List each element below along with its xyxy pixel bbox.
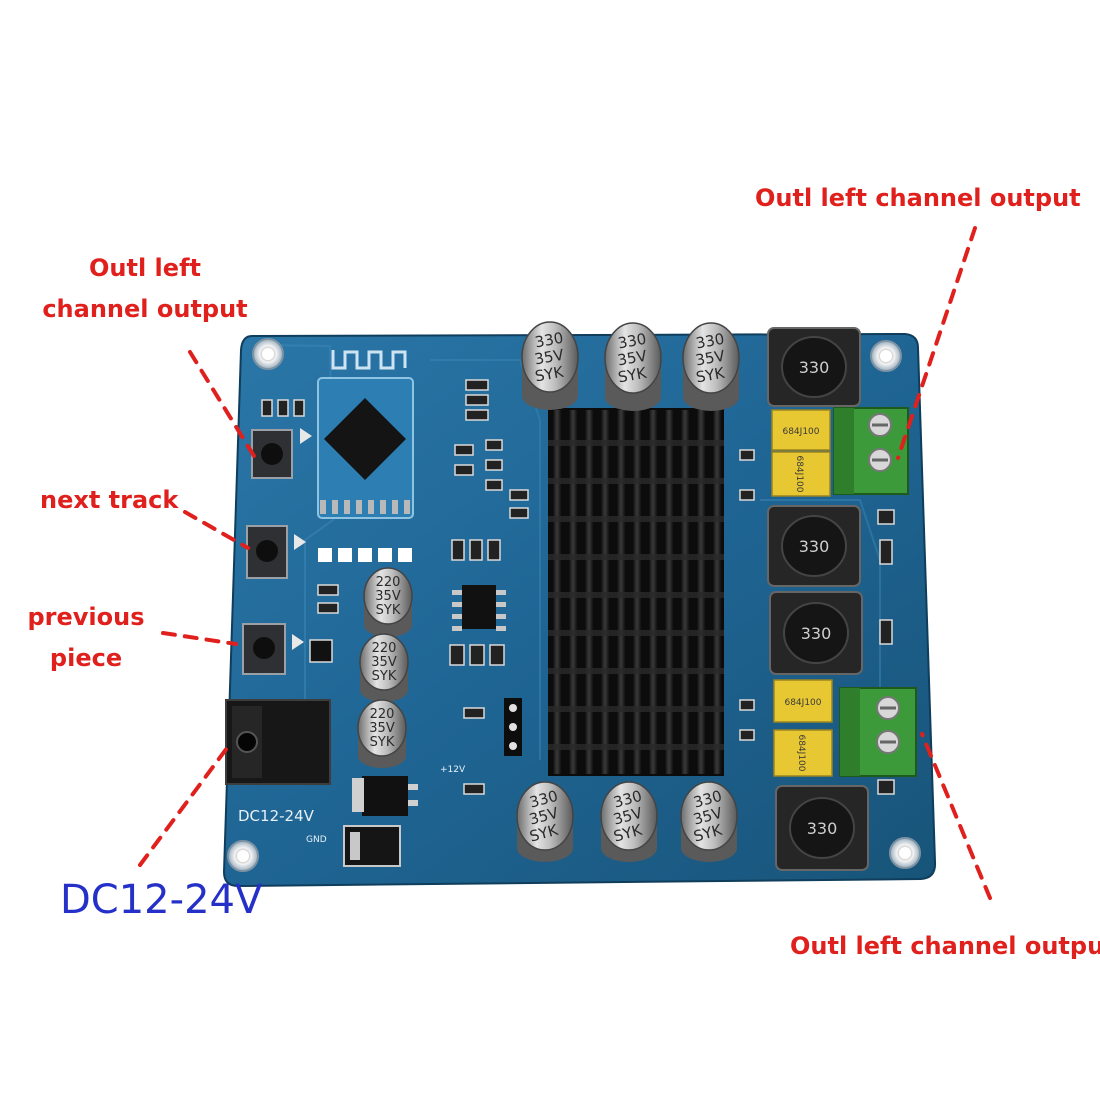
- header-pins: [504, 698, 522, 756]
- heatsink-slot: [548, 440, 724, 446]
- bluetooth-antenna: [331, 350, 407, 370]
- led-row: [318, 548, 412, 562]
- heatsink-slot: [548, 554, 724, 560]
- capacitor-large: 330 35V SYK: [682, 322, 740, 411]
- svg-text:SYK: SYK: [617, 364, 649, 387]
- mounting-hole: [889, 837, 921, 869]
- dc-power-jack[interactable]: [225, 699, 331, 785]
- previous-track-button[interactable]: [242, 623, 304, 675]
- heatsink-slot: [548, 706, 724, 712]
- label-previous-piece-line2: piece: [49, 644, 123, 672]
- annotation-pointer-lines: [138, 226, 992, 900]
- inductor: 330: [767, 327, 861, 407]
- voltage-regulator: [352, 776, 418, 816]
- label-output-left: Outl left channel output: [36, 248, 254, 330]
- label-output-left-line1: Outl left: [89, 254, 201, 282]
- capacitor-small: 220 35V SYK: [359, 633, 409, 702]
- pointer-out-bottom-right: [920, 732, 992, 900]
- heatsink-slot: [548, 630, 724, 636]
- svg-text:35V: 35V: [369, 721, 395, 736]
- svg-text:684J100: 684J100: [794, 455, 804, 492]
- film-capacitor: 684J100: [773, 729, 833, 777]
- label-output-left-line2: channel output: [42, 295, 248, 323]
- svg-text:220: 220: [372, 641, 397, 656]
- speaker-terminal-top[interactable]: [833, 407, 909, 495]
- heatsink-slot: [548, 592, 724, 598]
- pointer-previous: [161, 631, 238, 646]
- capacitor-large: 330 35V SYK: [604, 322, 662, 411]
- capacitor-large: 330 35V SYK: [516, 781, 574, 862]
- inductor: 330: [769, 591, 863, 675]
- module-pads: [320, 500, 410, 514]
- soic-chip: [452, 585, 506, 631]
- bluetooth-chip: [323, 397, 407, 481]
- svg-text:684J100: 684J100: [796, 734, 806, 771]
- mounting-hole: [252, 338, 284, 370]
- svg-text:330: 330: [694, 330, 725, 353]
- svg-text:330: 330: [616, 330, 647, 353]
- svg-text:35V: 35V: [371, 655, 397, 670]
- inductor: 330: [767, 505, 861, 587]
- svg-text:330: 330: [533, 329, 564, 352]
- heatsink-slot: [548, 744, 724, 750]
- power-diode: [343, 825, 401, 867]
- heatsink-slot: [548, 516, 724, 522]
- label-previous-piece: previous piece: [24, 597, 148, 679]
- silkscreen-power-label: DC12-24V: [238, 807, 315, 825]
- pointer-power: [138, 742, 232, 867]
- heatsink-slot: [548, 478, 724, 484]
- svg-text:330: 330: [799, 537, 830, 556]
- svg-text:684J100: 684J100: [782, 427, 819, 437]
- label-output-top-right: Outl left channel output: [755, 184, 1081, 212]
- pointer-next-track: [183, 510, 250, 550]
- pointer-out-left: [188, 350, 256, 458]
- svg-text:220: 220: [370, 707, 395, 722]
- svg-text:35V: 35V: [616, 347, 649, 370]
- svg-text:35V: 35V: [375, 589, 401, 604]
- silkscreen-gnd-label: GND: [306, 835, 327, 845]
- speaker-terminal-bottom[interactable]: [839, 687, 917, 777]
- inductor: 330: [775, 785, 869, 871]
- svg-text:330: 330: [799, 358, 830, 377]
- svg-text:SYK: SYK: [534, 363, 566, 386]
- svg-text:35V: 35V: [533, 346, 566, 369]
- heatsink: [548, 408, 724, 776]
- svg-text:SYK: SYK: [376, 603, 401, 618]
- play-pause-button[interactable]: [251, 428, 312, 479]
- capacitor-small: 220 35V SYK: [363, 567, 413, 637]
- label-next-track: next track: [40, 486, 179, 514]
- smd-components: [261, 379, 895, 795]
- svg-text:684J100: 684J100: [784, 698, 821, 708]
- label-output-bottom-right: Outl left channel outpu: [790, 932, 1100, 960]
- silkscreen-12v-label: +12V: [440, 765, 466, 775]
- svg-text:SYK: SYK: [372, 669, 397, 684]
- film-capacitor: 684J100: [771, 451, 831, 497]
- film-capacitor: 684J100: [773, 679, 833, 723]
- svg-text:SYK: SYK: [370, 735, 395, 750]
- svg-text:220: 220: [376, 575, 401, 590]
- film-capacitor: 684J100: [771, 409, 831, 451]
- svg-text:330: 330: [807, 819, 838, 838]
- next-track-button[interactable]: [246, 525, 306, 579]
- label-previous-piece-line1: previous: [27, 603, 145, 631]
- capacitor-large: 330 35V SYK: [680, 781, 738, 862]
- label-power-input: DC12-24V: [60, 877, 263, 923]
- capacitor-large: 330 35V SYK: [521, 321, 579, 410]
- svg-text:330: 330: [801, 624, 832, 643]
- heatsink-slot: [548, 668, 724, 674]
- capacitor-large: 330 35V SYK: [600, 781, 658, 862]
- capacitor-small: 220 35V SYK: [357, 699, 407, 768]
- svg-text:35V: 35V: [694, 347, 727, 370]
- pointer-out-top-right: [896, 226, 977, 460]
- mounting-hole: [870, 340, 902, 372]
- mounting-hole: [227, 840, 259, 872]
- svg-text:SYK: SYK: [695, 364, 727, 387]
